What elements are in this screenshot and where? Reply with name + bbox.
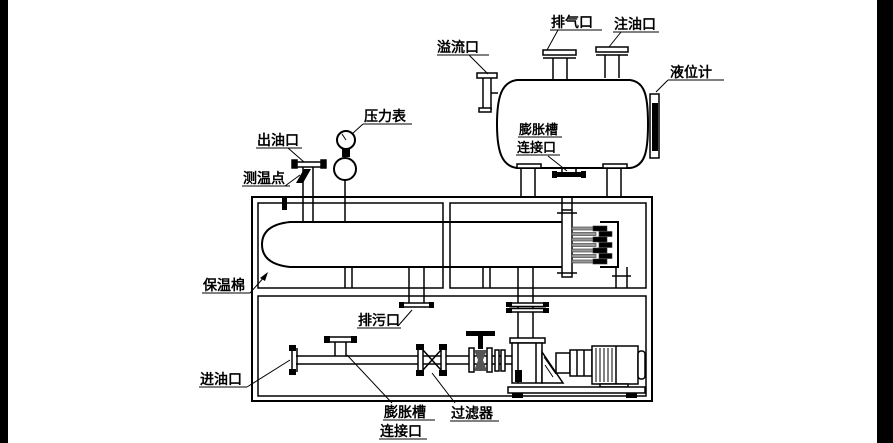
electric-heating-elements xyxy=(571,225,613,265)
motor xyxy=(591,345,646,388)
label-level-gauge: 液位计 xyxy=(670,64,712,81)
tank-shell xyxy=(495,79,650,169)
label-tank-connection-line1: 膨胀槽 xyxy=(518,122,558,138)
outlet-flange xyxy=(295,161,323,168)
drain-port-stub xyxy=(399,267,434,308)
filter-strainer xyxy=(416,344,447,376)
label-temperature-point: 测温点 xyxy=(243,170,285,187)
label-pressure-gauge: 压力表 xyxy=(364,108,407,125)
thermowell-pipe xyxy=(282,197,287,210)
vessel-end-flange xyxy=(561,209,573,278)
vessel-left-cap xyxy=(260,221,291,268)
gauge-siphon-loop xyxy=(333,157,357,181)
pump-base-frame xyxy=(507,386,646,398)
tank-legs xyxy=(516,163,628,197)
expansion-tank xyxy=(476,46,660,197)
label-oil-outlet: 出油口 xyxy=(257,132,299,149)
fill-nozzle xyxy=(595,46,629,78)
level-gauge xyxy=(649,93,660,159)
left-black-bar xyxy=(0,0,8,443)
pump-suction-line xyxy=(289,331,513,376)
insulated-enclosure xyxy=(251,196,653,402)
expansion-riser-pipe xyxy=(561,197,573,210)
tank-bottom-connection-port xyxy=(552,167,586,178)
leader-lines xyxy=(199,29,724,440)
right-black-bar xyxy=(877,0,893,443)
circulation-pump-unit xyxy=(506,267,646,398)
label-oil-inlet: 进油口 xyxy=(200,371,242,388)
pressure-gauge-assembly xyxy=(333,130,357,222)
label-tank-connection-line2: 连接口 xyxy=(517,140,556,156)
label-insulation: 保温棉 xyxy=(202,277,245,294)
label-overflow-port: 溢流口 xyxy=(437,39,479,56)
terminal-bracket xyxy=(600,221,619,268)
bottom-expansion-connection-stub xyxy=(324,336,357,356)
gate-valve xyxy=(466,331,495,373)
overflow-nozzle xyxy=(476,72,498,113)
label-drain-port: 排污口 xyxy=(358,312,400,329)
label-bottom-connection-line2: 连接口 xyxy=(380,423,422,440)
thermometer xyxy=(296,169,311,183)
bracket-support xyxy=(612,267,631,288)
text-labels: 溢流口 排气口 注油口 液位计 膨胀槽 连接口 压力表 出油口 测温点 保温棉 … xyxy=(200,14,712,440)
outlet-assembly xyxy=(282,159,327,222)
label-fill-port: 注油口 xyxy=(614,16,656,33)
coupling xyxy=(555,352,571,374)
oil-inlet-flange xyxy=(289,345,298,375)
label-filter: 过滤器 xyxy=(451,405,494,422)
valve-handle xyxy=(466,331,495,336)
heater-vessel xyxy=(260,197,631,288)
vessel-legs xyxy=(344,267,491,288)
vent-nozzle xyxy=(542,49,577,80)
pump-bracket xyxy=(541,349,565,384)
label-bottom-connection-line1: 膨胀槽 xyxy=(384,404,426,421)
label-vent-port: 排气口 xyxy=(551,14,593,31)
